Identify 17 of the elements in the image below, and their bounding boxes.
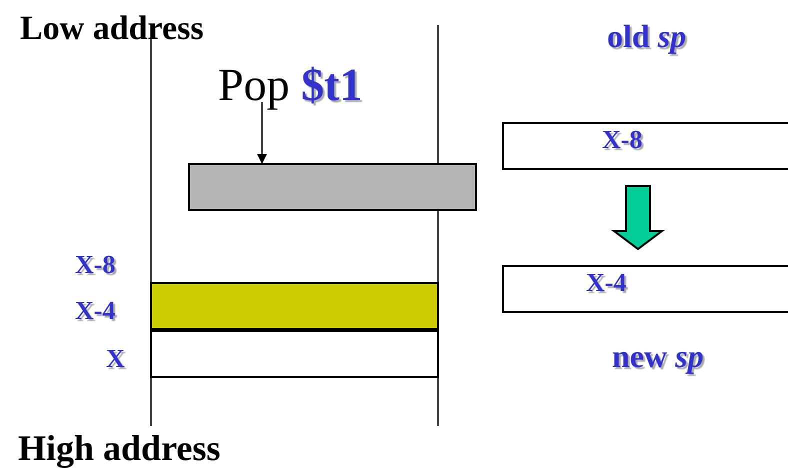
instruction-text: Pop $t1: [218, 62, 362, 108]
axis-label: Low address: [20, 12, 204, 46]
stack-slot: [150, 330, 439, 378]
stack-slot: [150, 282, 439, 330]
axis-label: High address: [18, 430, 220, 466]
popped-slot: [188, 163, 477, 211]
arrow: [257, 102, 267, 164]
pointer-label: new sp: [612, 340, 704, 372]
address-label: X-8: [75, 252, 116, 278]
address-label: X-4: [75, 298, 116, 324]
block-arrow: [611, 185, 665, 250]
cell-label: X-4: [586, 269, 626, 298]
pointer-label: old sp: [607, 20, 686, 52]
cell-label: X-8: [602, 126, 642, 155]
address-label: X: [106, 346, 125, 372]
stack-pointer-cell: [502, 122, 788, 170]
stack-pointer-cell: [502, 265, 788, 313]
